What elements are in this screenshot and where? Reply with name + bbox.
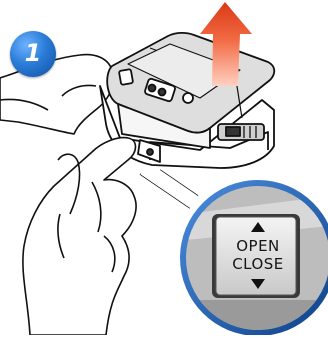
step-badge: 1 (10, 31, 56, 77)
open-label: OPEN (223, 238, 293, 255)
close-label: CLOSE (223, 256, 293, 273)
pointing-hand (23, 138, 136, 335)
step-number: 1 (10, 39, 56, 67)
